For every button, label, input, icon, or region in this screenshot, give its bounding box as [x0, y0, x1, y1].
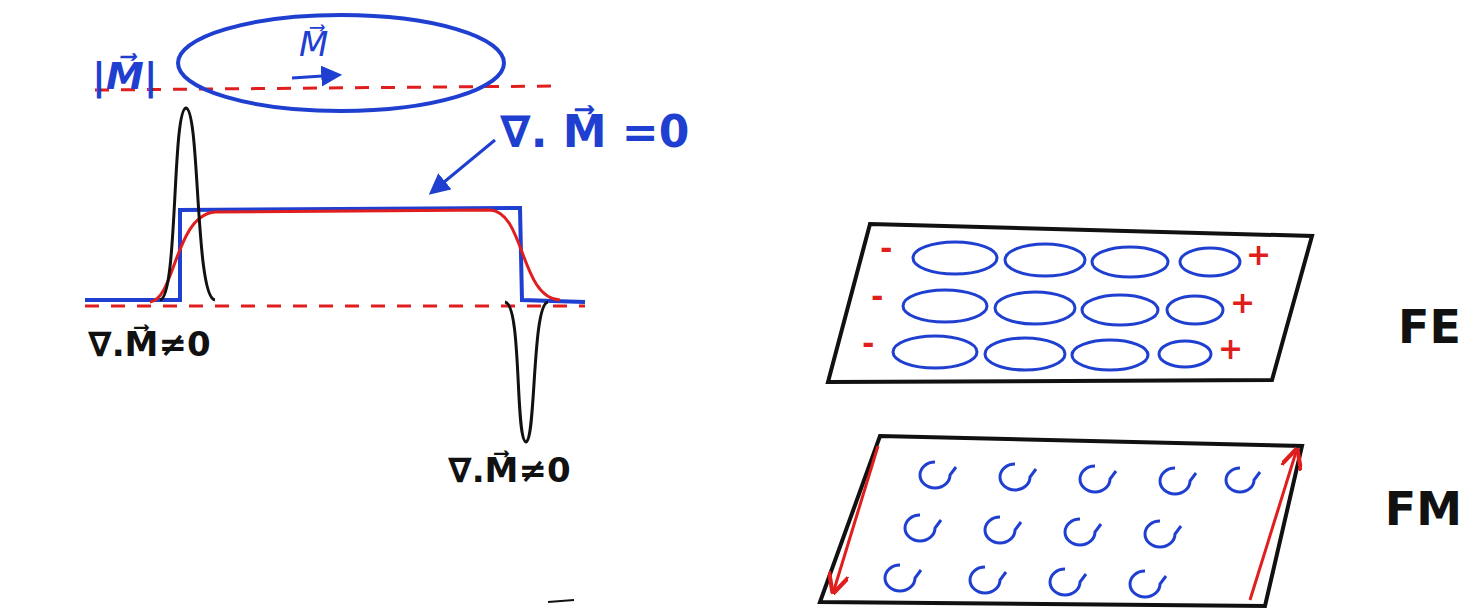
axis-label: |M⃗|	[92, 56, 158, 98]
divergence-label: ∇.M⃗≠0	[88, 326, 211, 363]
vector-symbol: M⃗	[299, 26, 328, 63]
charge-sign: -	[862, 327, 874, 360]
leader-arrow	[432, 140, 495, 192]
magnetization-arrow	[292, 75, 338, 78]
fe-slab	[828, 224, 1312, 382]
charge-sign: -	[871, 280, 883, 313]
fm-slab	[820, 436, 1302, 606]
divergence-dip	[505, 302, 548, 442]
step-profile	[85, 208, 585, 302]
edge-current	[834, 446, 878, 590]
divergence-label: ∇. M⃗ =0	[500, 108, 689, 156]
vector-ellipse: M⃗	[175, 12, 507, 114]
divergence-peak	[160, 108, 215, 300]
smooth-profile	[150, 210, 560, 302]
divergence-label: ∇.M⃗≠0	[448, 452, 571, 489]
stray-mark	[548, 600, 574, 602]
current-loops	[885, 462, 1260, 597]
charge-sign: +	[1246, 238, 1271, 271]
charge-sign: +	[1218, 332, 1243, 365]
charge-sign: -	[880, 232, 892, 265]
ellipse-outline	[175, 12, 507, 114]
dipole-loops	[893, 242, 1240, 370]
charge-sign: +	[1230, 286, 1255, 319]
edge-current	[1250, 452, 1296, 600]
material-label: FE	[1398, 302, 1461, 353]
material-label: FM	[1385, 484, 1462, 535]
